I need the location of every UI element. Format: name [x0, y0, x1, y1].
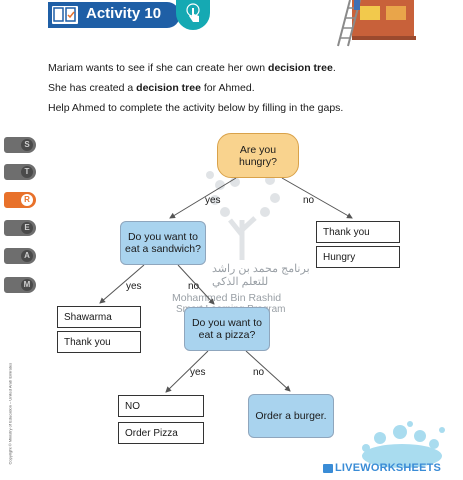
- tab-letter: E: [21, 222, 33, 234]
- branch-label-yes: yes: [205, 195, 221, 206]
- answer-box-shawarma[interactable]: Shawarma: [57, 306, 141, 328]
- watermark-arabic: برنامج محمد بن راشد: [212, 263, 310, 275]
- answer-box-order-pizza[interactable]: Order Pizza: [118, 422, 204, 444]
- tap-hand-icon: [176, 0, 210, 30]
- side-tab-t[interactable]: T: [4, 164, 36, 180]
- instruction-line: Help Ahmed to complete the activity belo…: [48, 102, 344, 114]
- activity-title: Activity 10: [86, 5, 162, 22]
- answer-box-no[interactable]: NO: [118, 395, 204, 417]
- answer-node-burger: Order a burger.: [248, 394, 334, 438]
- watermark-arabic: للتعلم الذكي: [212, 276, 269, 288]
- side-tab-s[interactable]: S: [4, 137, 36, 153]
- tab-letter: M: [21, 279, 33, 291]
- ladder-building-illustration: [337, 0, 416, 47]
- tab-letter: R: [21, 194, 33, 206]
- tab-letter: S: [21, 139, 33, 151]
- answer-box-hungry[interactable]: Hungry: [316, 246, 400, 268]
- answer-box-thank-you[interactable]: Thank you: [316, 221, 400, 243]
- watermark-tree-logo: [206, 144, 280, 260]
- branch-label-yes: yes: [190, 367, 206, 378]
- paint-splash-decoration: [362, 421, 445, 468]
- branch-label-no: no: [253, 367, 265, 378]
- branch-label-no: no: [188, 281, 200, 292]
- worksheet-icon: [50, 4, 80, 26]
- side-tab-r[interactable]: R: [4, 192, 36, 208]
- side-tab-a[interactable]: A: [4, 248, 36, 264]
- liveworksheets-logo-icon: [323, 464, 333, 473]
- liveworksheets-brand: LIVEWORKSHEETS: [335, 462, 442, 474]
- side-tab-m[interactable]: M: [4, 277, 36, 293]
- tab-letter: A: [21, 250, 33, 262]
- tab-letter: T: [21, 166, 33, 178]
- answer-box-thank-you[interactable]: Thank you: [57, 331, 141, 353]
- side-tab-e[interactable]: E: [4, 220, 36, 236]
- branch-label-yes: yes: [126, 281, 142, 292]
- branch-label-no: no: [303, 195, 315, 206]
- instruction-line: Mariam wants to see if she can create he…: [48, 62, 336, 74]
- watermark-english: Mohammed Bin Rashid: [172, 292, 282, 304]
- instruction-line: She has created a decision tree for Ahme…: [48, 82, 255, 94]
